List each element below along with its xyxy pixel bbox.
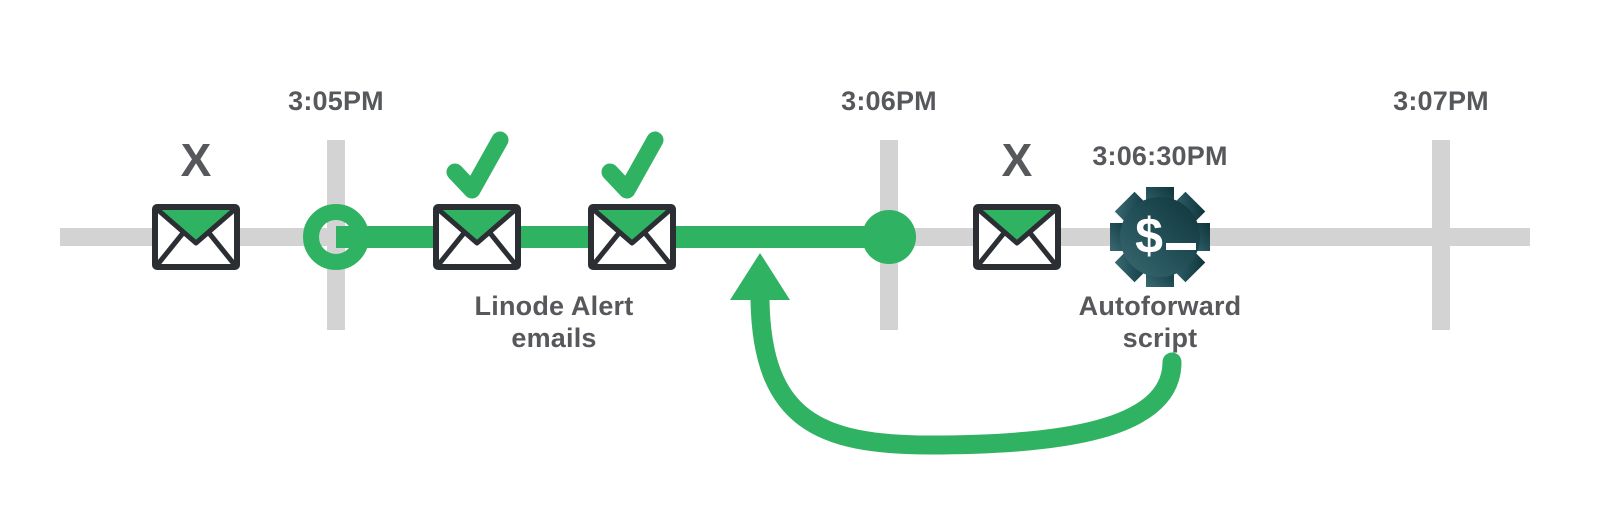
- feedback-arrow-head: [730, 253, 790, 300]
- envelope-icon: [588, 204, 676, 270]
- tick-marks: [327, 140, 1450, 330]
- underscore-glyph: [1166, 243, 1196, 250]
- linode-alert-emails-label: Linode Alert emails: [475, 291, 634, 353]
- status-x-icon: X: [181, 134, 212, 186]
- gear-shell-icon: $: [1110, 187, 1210, 287]
- envelope-icon: [973, 204, 1061, 270]
- envelope-icon: [152, 204, 240, 270]
- dollar-sign-glyph: $: [1135, 208, 1163, 264]
- event-email-blocked-2[interactable]: X: [973, 134, 1061, 270]
- status-check-icon: [446, 131, 509, 199]
- event-email-delivered-2[interactable]: [588, 131, 676, 270]
- green-segment-start-ring: [303, 204, 369, 270]
- feedback-arrow-curve: [750, 290, 1182, 455]
- event-autoforward-script[interactable]: 3:06:30PM $ Autof: [1079, 141, 1242, 353]
- status-check-icon: [601, 131, 664, 199]
- green-segment-end-dot: [862, 210, 916, 264]
- autoforward-label-line1: Autoforward: [1079, 291, 1242, 321]
- autoforward-time-label: 3:06:30PM: [1092, 141, 1227, 171]
- tick-label-307pm: 3:07PM: [1393, 86, 1489, 116]
- tick-mark-307pm: [1432, 140, 1450, 330]
- linode-alert-label-line2: emails: [511, 323, 596, 353]
- tick-label-305pm: 3:05PM: [288, 86, 384, 116]
- status-x-icon: X: [1002, 134, 1033, 186]
- envelope-icon: [433, 204, 521, 270]
- tick-labels: 3:05PM 3:06PM 3:07PM: [288, 86, 1489, 116]
- event-email-delivered-1[interactable]: [433, 131, 521, 270]
- tick-label-306pm: 3:06PM: [841, 86, 937, 116]
- event-email-blocked-1[interactable]: X: [152, 134, 240, 270]
- autoforward-label-line2: script: [1123, 323, 1198, 353]
- feedback-arrow: [730, 253, 1182, 455]
- linode-alert-label-line1: Linode Alert: [475, 291, 634, 321]
